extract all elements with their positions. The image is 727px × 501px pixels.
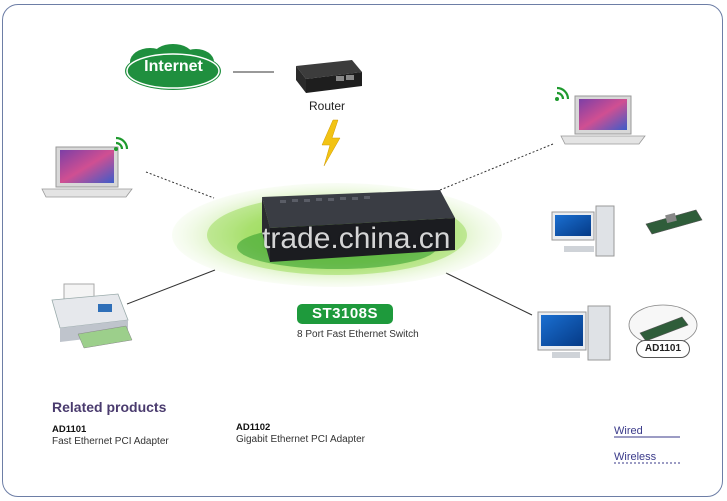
pci-adapter-icon (629, 305, 697, 345)
laptop-icon (42, 147, 132, 197)
router-label: Router (309, 99, 345, 113)
model-name-badge: ST3108S (297, 304, 393, 324)
legend-wireless-label: Wireless (614, 451, 656, 463)
product-description: Fast Ethernet PCI Adapter (52, 436, 169, 447)
desktop-link (446, 273, 532, 315)
watermark: trade.china.cn (262, 222, 450, 256)
related-products-title: Related products (52, 399, 166, 415)
product-code: AD1101 (52, 424, 86, 435)
wifi-icon (114, 138, 127, 151)
desktop-pc-icon (538, 306, 610, 360)
pci-adapter-icon (646, 210, 702, 234)
legend-wired-label: Wired (614, 425, 643, 437)
wifi-icon (555, 88, 568, 101)
router-icon (296, 60, 362, 93)
laptop-icon (561, 96, 645, 144)
lightning-icon (322, 120, 340, 166)
desktop-pc-icon (552, 206, 614, 256)
left-laptop-link (146, 172, 214, 198)
product-code: AD1102 (236, 422, 270, 433)
adapter-tag: AD1101 (636, 340, 690, 358)
product-description: Gigabit Ethernet PCI Adapter (236, 434, 365, 445)
right-laptop-link (440, 144, 553, 190)
internet-label: Internet (131, 58, 216, 76)
model-description: 8 Port Fast Ethernet Switch (297, 329, 419, 340)
printer-icon (52, 284, 132, 348)
printer-link (127, 270, 215, 304)
